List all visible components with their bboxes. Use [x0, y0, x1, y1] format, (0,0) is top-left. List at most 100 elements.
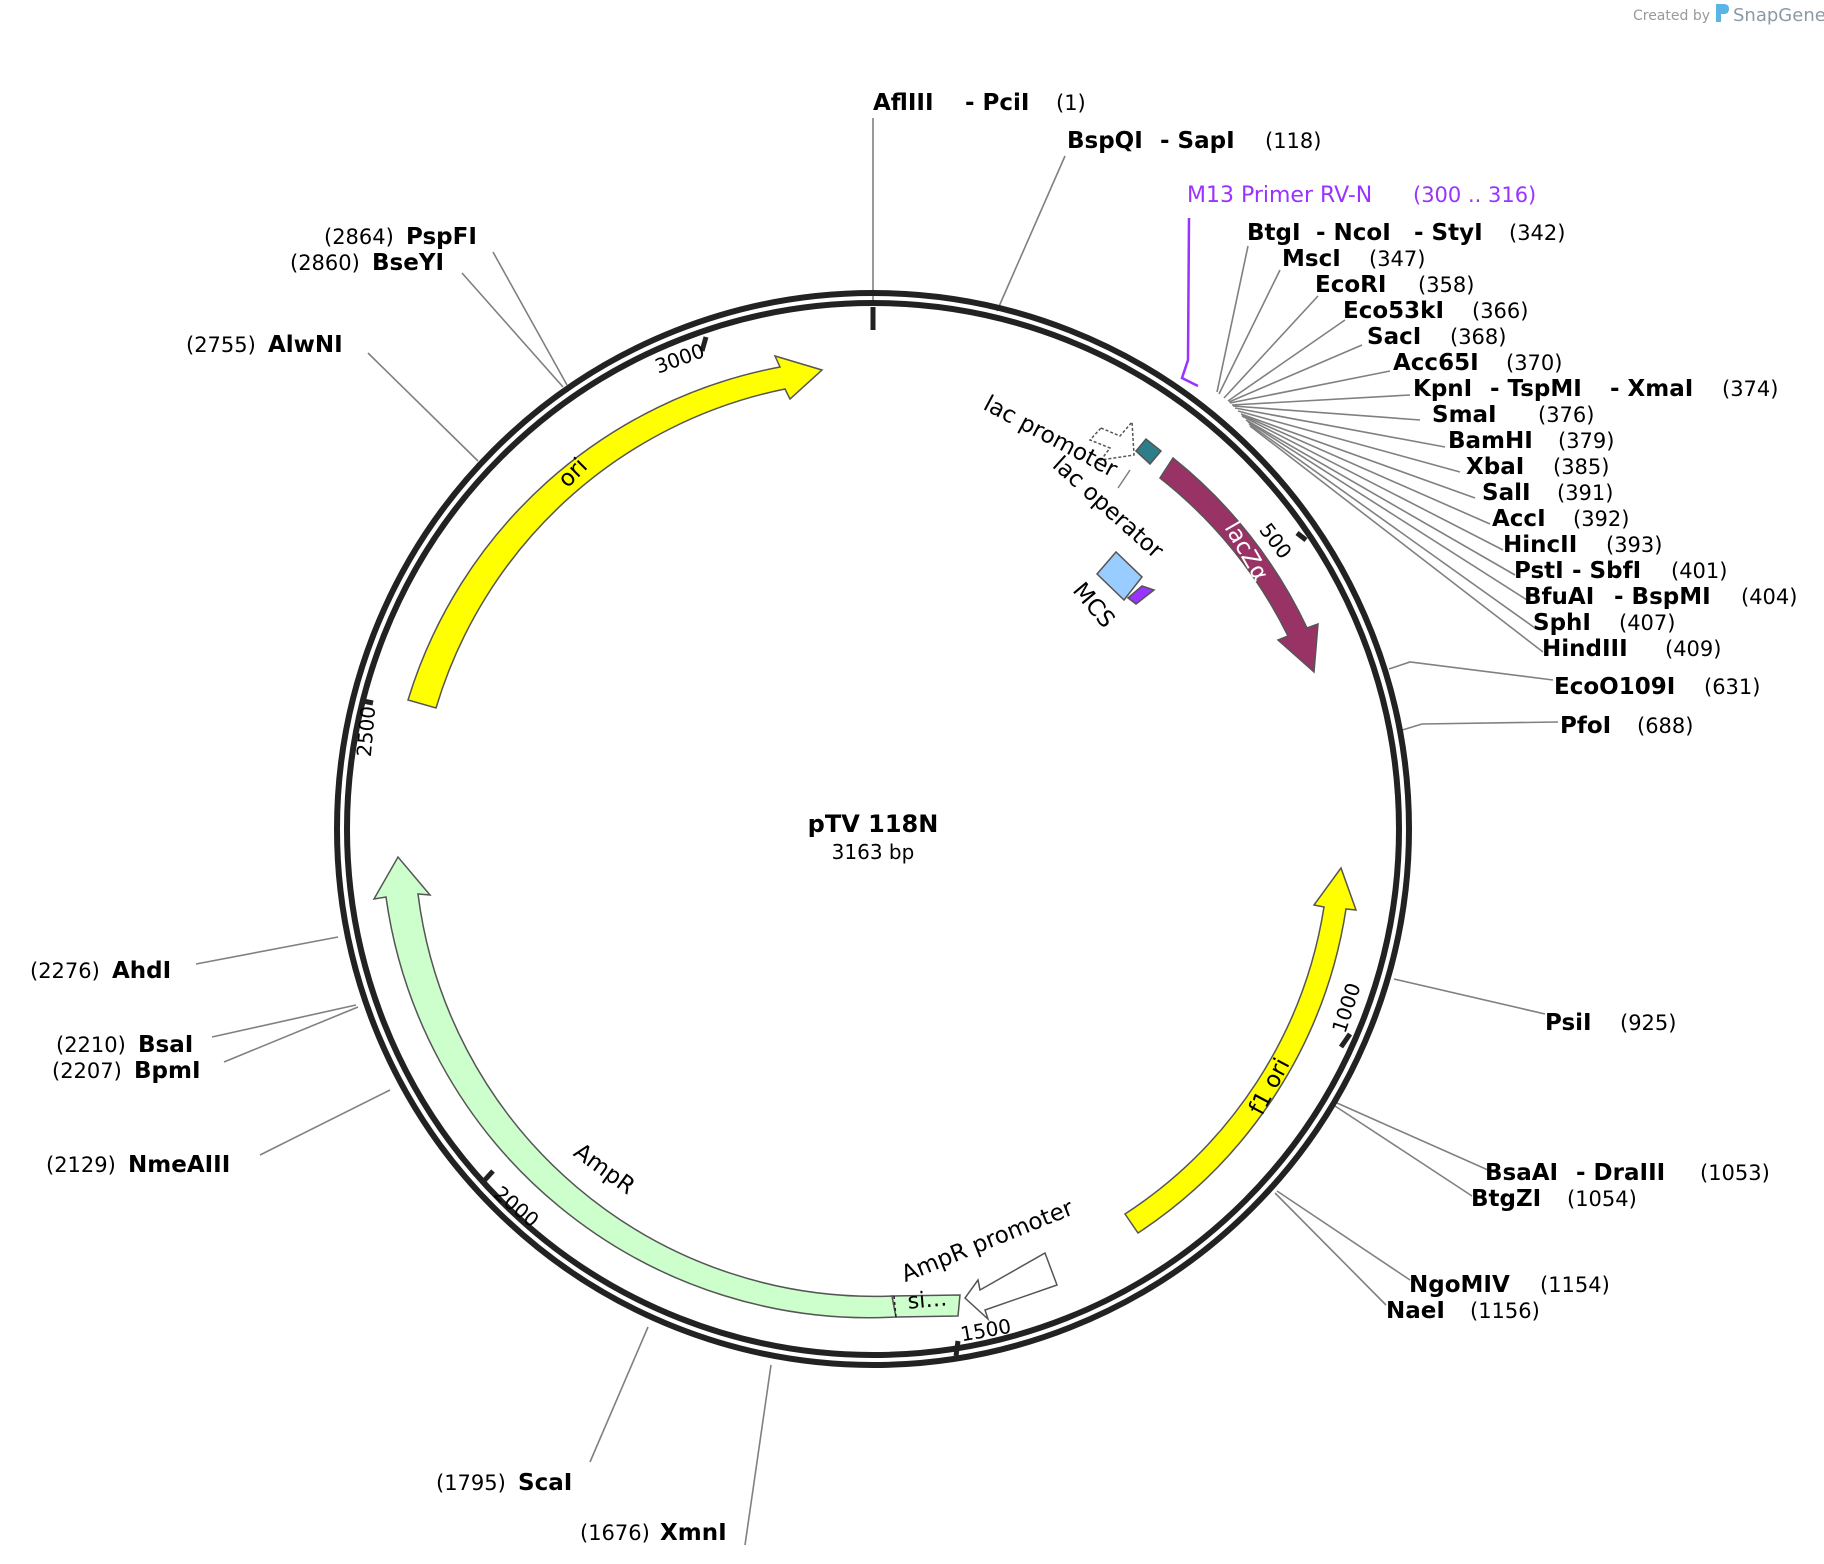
site-xmni[interactable]: (1676) XmnI — [580, 1520, 727, 1546]
site-naei[interactable]: NaeI (1156) — [1386, 1298, 1540, 1324]
site-smai[interactable]: SmaI (376) — [1432, 402, 1594, 428]
site-position: (2210) — [56, 1033, 126, 1057]
site-pfoi[interactable]: PfoI (688) — [1560, 713, 1693, 739]
feature-lacZa[interactable]: lacZα — [1158, 456, 1319, 674]
leader-ngomiv — [1276, 1190, 1411, 1281]
site-eco0109i[interactable]: EcoO109I (631) — [1554, 674, 1760, 700]
site-eco53ki[interactable]: Eco53kI (366) — [1343, 298, 1528, 324]
site-name: AlwNI — [268, 332, 343, 358]
site-name: - StyI — [1414, 220, 1483, 246]
site-bamhi[interactable]: BamHI (379) — [1448, 428, 1614, 454]
site-pspfi[interactable]: (2864) PspFI — [324, 224, 477, 250]
site-ecori[interactable]: EcoRI (358) — [1315, 272, 1474, 298]
tick-3000 — [699, 336, 709, 352]
site-name: NaeI — [1386, 1298, 1445, 1324]
site-name: - SapI — [1160, 128, 1235, 154]
site-name: PsiI — [1545, 1010, 1592, 1036]
site-sali[interactable]: SalI (391) — [1482, 480, 1613, 506]
site-name: KpnI — [1413, 376, 1472, 402]
site-position: (407) — [1619, 611, 1675, 635]
feature-ori[interactable]: ori — [407, 354, 824, 709]
site-name: - PciI — [965, 90, 1030, 116]
leader-bpmi — [223, 1006, 359, 1063]
leader-pspfi — [492, 251, 568, 386]
site-position: (347) — [1369, 247, 1425, 271]
primer-label[interactable]: M13 Primer RV-N (300 .. 316) — [1187, 183, 1536, 208]
site-scai[interactable]: (1795) ScaI — [436, 1470, 572, 1496]
leader-sphi — [1248, 423, 1536, 629]
site-position: (631) — [1704, 675, 1760, 699]
site-xbai[interactable]: XbaI (385) — [1466, 454, 1609, 480]
leader-acci — [1241, 414, 1491, 525]
site-bsai[interactable]: (2210) BsaI — [56, 1032, 193, 1058]
site-name: NmeAIII — [128, 1152, 230, 1178]
site-psti[interactable]: PstI - SbfI (401) — [1514, 558, 1727, 584]
leader-xmni — [744, 1364, 772, 1546]
site-position: (1053) — [1700, 1161, 1770, 1185]
site-position: (1676) — [580, 1521, 650, 1545]
site-ahdi[interactable]: (2276) AhdI — [30, 958, 171, 984]
site-bspqi[interactable]: BspQI - SapI (118) — [1067, 128, 1321, 154]
features: ori lacZα f1 ori AmpR si… AmpR promoter — [372, 217, 1358, 1322]
site-name: - XmaI — [1610, 376, 1693, 402]
tick-marks — [362, 307, 1353, 1357]
primer-M13-RV-N[interactable] — [1180, 217, 1199, 388]
site-position: (2755) — [186, 333, 256, 357]
site-position: (2129) — [46, 1153, 116, 1177]
plasmid-length: 3163 bp — [832, 840, 915, 864]
tick-1500 — [953, 1340, 961, 1357]
leader-saci — [1228, 344, 1363, 403]
leader-kpni — [1231, 394, 1411, 406]
credit-prefix: Created by — [1633, 8, 1710, 24]
leader-nmeaiii — [259, 1089, 391, 1156]
site-alwni[interactable]: (2755) AlwNI — [186, 332, 343, 358]
site-position: (404) — [1741, 585, 1797, 609]
site-name: BtgZI — [1471, 1186, 1541, 1212]
site-name: PstI — [1514, 558, 1564, 584]
snapgene-credit[interactable]: Created by SnapGene — [1633, 4, 1824, 26]
plasmid-center-label: pTV 118N 3163 bp — [808, 810, 939, 864]
site-msci[interactable]: MscI (347) — [1282, 246, 1425, 272]
site-bpmi[interactable]: (2207) BpmI — [52, 1058, 201, 1084]
site-name: SalI — [1482, 480, 1531, 506]
site-ngomiv[interactable]: NgoMIV (1154) — [1409, 1272, 1610, 1298]
site-nmeaiii[interactable]: (2129) NmeAIII — [46, 1152, 230, 1178]
tick-2500 — [362, 698, 374, 706]
site-bsaai[interactable]: BsaAI - DraIII (1053) — [1485, 1160, 1770, 1186]
site-name: AccI — [1492, 506, 1546, 532]
site-acci[interactable]: AccI (392) — [1492, 506, 1629, 532]
site-name: SphI — [1533, 610, 1591, 636]
site-hindiii[interactable]: HindIII (409) — [1542, 636, 1721, 662]
site-afliii[interactable]: AflIII - PciI (1) — [873, 90, 1086, 116]
leader-psii — [1393, 978, 1546, 1015]
feature-MCS[interactable]: MCS — [1067, 550, 1156, 633]
site-bfuai[interactable]: BfuAI - BspMI (404) — [1524, 584, 1797, 610]
site-leader-lines — [195, 118, 1559, 1546]
leader-bsaai — [1336, 1102, 1489, 1171]
credit-brand: SnapGene — [1733, 5, 1824, 26]
site-labels: AflIII - PciI (1) BspQI - SapI (118) Btg… — [30, 90, 1797, 1546]
tick-2000 — [481, 1169, 495, 1184]
site-position: (1) — [1056, 91, 1086, 115]
site-name: BfuAI — [1524, 584, 1594, 610]
feature-f1-ori[interactable]: f1 ori — [1123, 866, 1358, 1235]
leader-alwni — [367, 352, 479, 462]
site-name: ScaI — [518, 1470, 572, 1496]
site-position: (2276) — [30, 959, 100, 983]
site-btgzi[interactable]: BtgZI (1054) — [1471, 1186, 1637, 1212]
feature-AmpR[interactable]: AmpR si… — [372, 855, 961, 1319]
site-btgi[interactable]: BtgI - NcoI - StyI (342) — [1247, 220, 1565, 246]
site-kpni[interactable]: KpnI - TspMI - XmaI (374) — [1413, 376, 1778, 402]
site-hincii[interactable]: HincII (393) — [1503, 532, 1662, 558]
site-sphi[interactable]: SphI (407) — [1533, 610, 1675, 636]
leader-scai — [589, 1326, 649, 1463]
site-position: (118) — [1265, 129, 1321, 153]
leader-bsai — [211, 1004, 357, 1038]
site-position: (1156) — [1470, 1299, 1540, 1323]
site-acc65i[interactable]: Acc65I (370) — [1393, 350, 1562, 376]
site-bseyi[interactable]: (2860) BseYI — [290, 250, 444, 276]
site-saci[interactable]: SacI (368) — [1367, 324, 1506, 350]
site-name: PspFI — [406, 224, 477, 250]
site-psii[interactable]: PsiI (925) — [1545, 1010, 1676, 1036]
site-position: (366) — [1472, 299, 1528, 323]
